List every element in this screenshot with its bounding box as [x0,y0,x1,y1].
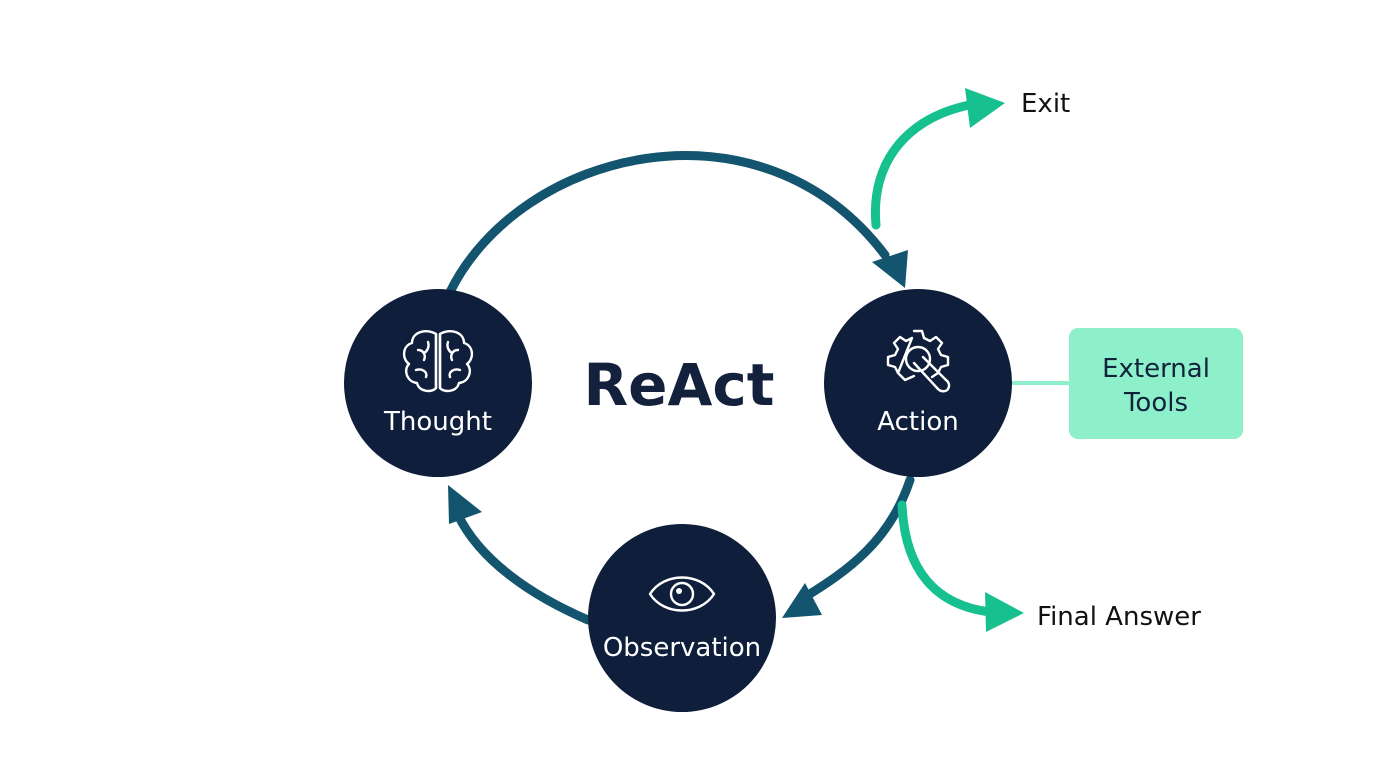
observation-to-thought-arrow [453,510,593,625]
observation-circle [588,524,776,712]
action-circle [824,289,1012,477]
thought-to-action-arrowhead [872,250,908,288]
diagram-title: ReAct [584,351,775,419]
observation-label: Observation [603,633,761,663]
loop-arrows [445,151,915,625]
action-node: Action [824,289,1012,477]
final-answer-arrow [897,500,1024,632]
action-to-observation-arrow [795,475,915,605]
final-answer-label: Final Answer [1037,602,1201,632]
exit-arrowhead [965,88,1005,128]
thought-to-action-arrow [445,151,890,297]
exit-arrow [870,88,1005,230]
exit-label: Exit [1021,89,1070,119]
final-answer-arrow-curve [897,500,995,617]
gear-wrench-icon [886,329,951,393]
external-tools-rect [1069,328,1243,439]
action-to-observation-arrowhead [782,583,822,618]
external-tools-line2: Tools [1123,388,1188,418]
observation-node: Observation [588,524,776,712]
thought-label: Thought [383,407,492,437]
thought-node: Thought [344,289,532,477]
observation-to-thought-arrowhead [448,485,482,524]
external-tools-line1: External [1102,354,1210,384]
eye-icon [648,576,716,612]
brain-icon [402,330,474,393]
thought-circle [344,289,532,477]
external-tools-box: External Tools [1069,328,1243,439]
action-label: Action [877,407,958,437]
final-answer-arrowhead [985,592,1024,632]
exit-arrow-curve [870,99,980,230]
